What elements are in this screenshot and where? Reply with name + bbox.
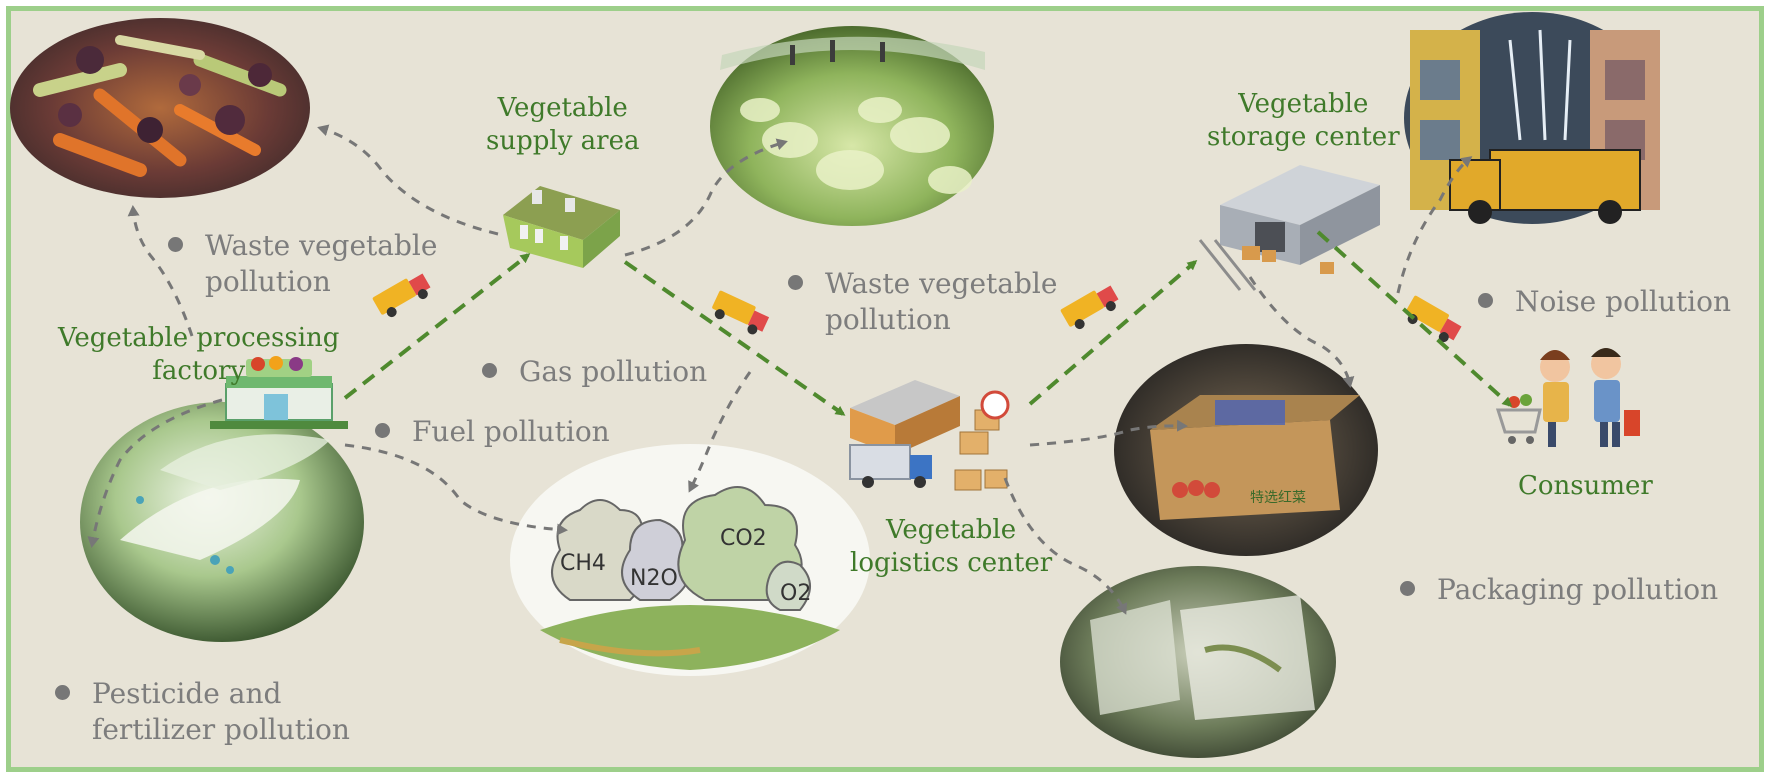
- waste-vegetable-2-line1: Waste vegetable: [825, 267, 1058, 300]
- gas-emission-illustration: CH4 N2O CO2 O2: [510, 444, 870, 676]
- pesticide-line2: fertilizer pollution: [92, 713, 350, 747]
- bullet-dot: [55, 685, 70, 700]
- packaging-pollution-label: Packaging pollution: [1400, 572, 1718, 608]
- delivery-truck-icon: [712, 290, 770, 335]
- pesticide-pollution-label: Pesticide and fertilizer pollution: [55, 676, 350, 749]
- delivery-truck-icon: [372, 273, 431, 318]
- bullet-dot: [482, 363, 497, 378]
- fuel-pollution-text: Fuel pollution: [412, 415, 610, 448]
- packaging-box-photo: 特选红菜: [1114, 344, 1378, 556]
- supply-area-label: Vegetable supply area: [486, 92, 639, 157]
- logistics-center-label: Vegetable logistics center: [850, 514, 1052, 579]
- logistics-center-label-line2: logistics center: [850, 547, 1053, 578]
- supply-area-label-line2: supply area: [486, 125, 640, 156]
- pollution-arrow-route-noise: [1396, 156, 1473, 294]
- bullet-dot: [1400, 581, 1415, 596]
- gas-formula-o2: O2: [780, 581, 811, 606]
- packaging-bags-photo: [1060, 566, 1336, 758]
- waste-vegetable-pollution-label-2: Waste vegetable pollution: [788, 266, 1057, 339]
- waste-vegetable-2-line2: pollution: [825, 303, 951, 337]
- gas-formula-n2o: N2O: [630, 566, 678, 591]
- noise-pollution-text: Noise pollution: [1515, 285, 1731, 318]
- waste-vegetable-pollution-label-1: Waste vegetable pollution: [168, 228, 437, 301]
- storage-center-label-line2: storage center: [1207, 121, 1400, 152]
- pollution-arrow-factory-pesticide: [87, 398, 223, 548]
- consumer-family-icon: [1495, 348, 1640, 447]
- bullet-dot: [168, 237, 183, 252]
- gas-pollution-label: Gas pollution: [482, 354, 707, 390]
- flow-arrow-factory-to-supply: [343, 253, 531, 400]
- processing-factory-icon: [210, 356, 348, 429]
- bullet-dot: [788, 275, 803, 290]
- processing-factory-label-line2: factory: [152, 355, 246, 386]
- package-print-text: 特选红菜: [1250, 490, 1306, 506]
- storage-center-label-line1: Vegetable: [1238, 89, 1369, 119]
- waste-vegetable-1-line2: pollution: [205, 265, 331, 299]
- noise-pollution-label: Noise pollution: [1478, 284, 1731, 320]
- pesticide-line1: Pesticide and: [92, 677, 282, 710]
- gas-formula-ch4: CH4: [560, 551, 606, 576]
- flow-arrow-logistics-to-storage: [1028, 260, 1198, 406]
- processing-factory-label-line1: Vegetable processing: [58, 323, 340, 353]
- logistics-center-label-line1: Vegetable: [886, 515, 1017, 545]
- storage-center-warehouse-icon: [1198, 165, 1380, 291]
- pollution-arrow-factory-waste: [127, 205, 194, 337]
- gas-formula-co2: CO2: [720, 526, 767, 551]
- waste-lettuce-field-photo: [710, 26, 994, 226]
- waste-vegetable-1-line1: Waste vegetable: [205, 229, 438, 262]
- pollution-arrow-supply-waste: [317, 124, 499, 236]
- processing-factory-label: Vegetable processing factory: [58, 322, 339, 387]
- bullet-dot: [375, 423, 390, 438]
- pollution-arrow-supply-lettuce: [624, 138, 788, 257]
- delivery-truck-icon: [1405, 295, 1462, 343]
- pesticide-bokchoy-photo: [80, 402, 364, 642]
- packaging-pollution-text: Packaging pollution: [1437, 573, 1719, 606]
- supply-area-label-line1: Vegetable: [497, 93, 628, 123]
- logistics-center-icon: [849, 380, 1010, 491]
- storage-center-label: Vegetable storage center: [1207, 88, 1400, 153]
- flow-arrow-storage-to-consumer: [1316, 230, 1513, 408]
- pollution-arrow-logistics-box: [1029, 419, 1188, 447]
- waste-vegetables-photo: [10, 18, 310, 198]
- pollution-arrow-route-gas: [688, 371, 752, 493]
- fuel-pollution-label: Fuel pollution: [375, 414, 610, 450]
- consumer-label: Consumer: [1518, 471, 1653, 501]
- supply-area-house-icon: [503, 186, 620, 268]
- bullet-dot: [1478, 293, 1493, 308]
- delivery-truck-icon: [1060, 285, 1119, 330]
- gas-pollution-text: Gas pollution: [519, 355, 708, 388]
- pollution-arrow-logistics-bags: [1003, 477, 1128, 615]
